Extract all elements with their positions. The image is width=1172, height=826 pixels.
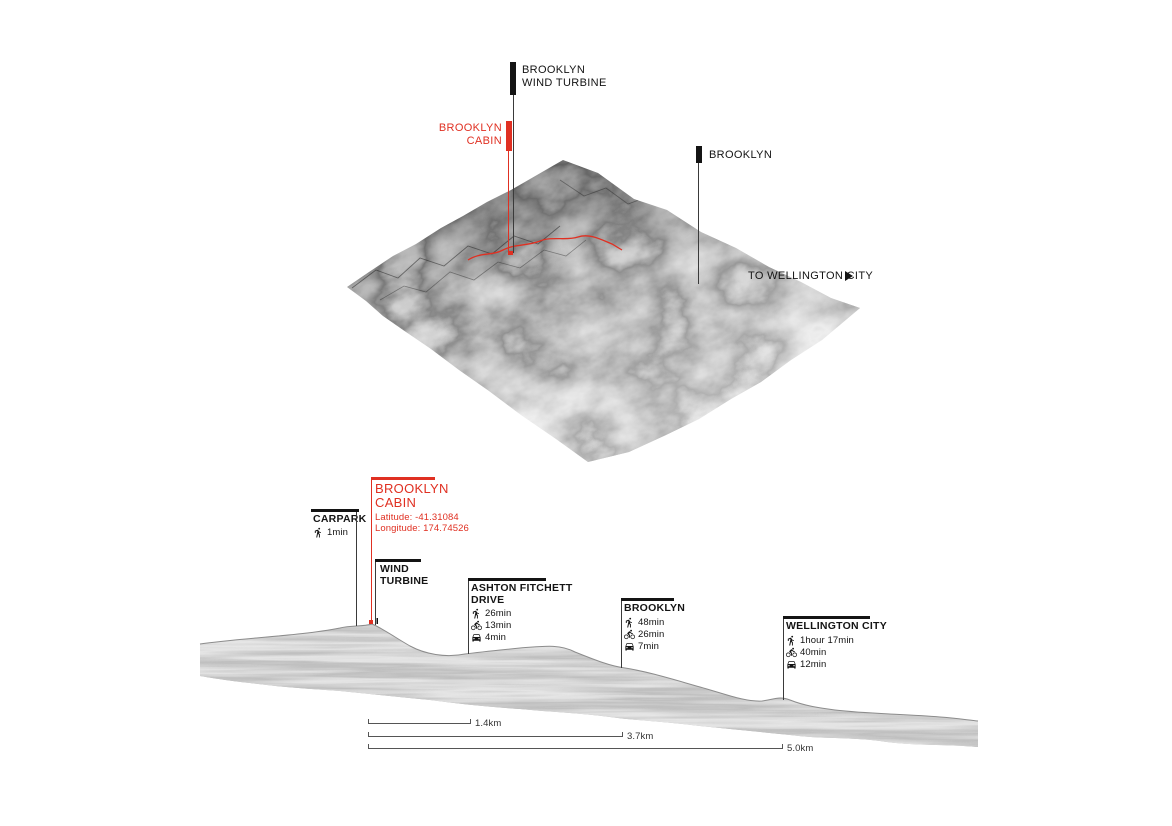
scale-label-1: 1.4km [475,718,502,729]
bike-time: 13min [485,620,512,631]
ashton-label-line2: DRIVE [471,593,505,606]
walk-time: 48min [638,617,665,628]
scale-tick [470,719,471,724]
wellington-walk-row: 1hour 17min [786,635,854,646]
ashton-bike-row: 13min [471,620,511,631]
brooklyn-map-label: BROOKLYN [709,149,773,161]
cabin-map-label-line1: BROOKLYN [438,122,502,134]
scale-label-2: 3.7km [627,731,654,742]
car-icon [624,641,635,652]
brooklyn-profile-label: BROOKLYN [624,602,686,614]
cabin-coordinates: Latitude: -41.31084 Longitude: 174.74526 [375,512,469,534]
wind-turbine-leader-line [513,95,514,253]
wind-turbine-marker-bar [510,62,516,95]
scale-tick [782,744,783,749]
cabin-profile-label: BROOKLYN CABIN [375,482,449,510]
cabin-latitude: Latitude: -41.31084 [375,512,459,523]
scale-label-3: 5.0km [787,743,814,754]
ashton-leader-line [468,581,469,654]
brooklyn-walk-row: 48min [624,617,664,628]
terrain-texture [347,160,860,462]
cyclist-icon [471,620,482,631]
terrain-section-profile [199,618,979,747]
cyclist-icon [624,629,635,640]
brooklyn-profile-label-bar [621,598,674,601]
ashton-label-bar [468,578,546,581]
wellington-car-row: 12min [786,659,826,670]
wind-turbine-profile-label-line2: TURBINE [380,574,429,587]
cabin-label-bar [371,477,435,480]
wind-turbine-map-label-line2: WIND TURBINE [522,77,607,89]
walk-time: 1hour 17min [800,635,854,646]
wind-turbine-map-label-line1: BROOKLYN [522,64,586,76]
walking-icon [313,527,324,538]
wind-turbine-label-bar [375,559,421,562]
ashton-car-row: 4min [471,632,506,643]
cabin-profile-leader-line [371,480,372,624]
ashton-label: ASHTON FITCHETT DRIVE [471,582,573,606]
brooklyn-bike-row: 26min [624,629,664,640]
bike-time: 26min [638,629,665,640]
cabin-map-label: BROOKLYN CABIN [394,122,502,148]
ridgeline [379,239,587,301]
wellington-leader-line [783,619,784,700]
walk-time: 26min [485,608,512,619]
cyclist-icon [786,647,797,658]
cabin-longitude: Longitude: 174.74526 [375,523,469,534]
wind-turbine-profile-leader-line [375,562,376,625]
cabin-marker-bar [506,121,512,151]
wind-turbine-section-tick [376,618,378,624]
ashton-walk-row: 26min [471,608,511,619]
scale-tick [368,744,369,749]
car-icon [786,659,797,670]
arrow-right-icon [845,271,853,281]
bike-time: 40min [800,647,827,658]
scale-tick [622,732,623,737]
brooklyn-leader-line [698,163,699,284]
cabin-profile-label-line2: CABIN [375,495,417,510]
cabin-map-label-line2: CABIN [466,135,502,147]
scale-tick [368,719,369,724]
scale-line-2 [368,736,622,737]
walking-icon [624,617,635,628]
car-time: 4min [485,632,506,643]
brooklyn-profile-leader-line [621,601,622,668]
terrain-relief-map [347,160,860,462]
brooklyn-car-row: 7min [624,641,659,652]
car-time: 7min [638,641,659,652]
carpark-leader-line [356,512,357,626]
brooklyn-marker-bar [696,146,702,163]
scale-line-3 [368,748,782,749]
car-icon [471,632,482,643]
cabin-location-dot [509,251,513,255]
scale-line-1 [368,723,470,724]
wind-turbine-profile-label-line1: WIND [380,563,409,575]
wellington-label: WELLINGTON CITY [786,620,887,632]
carpark-label: CARPARK [313,513,367,525]
walking-icon [786,635,797,646]
ashton-label-line1: ASHTON FITCHETT [471,582,573,594]
wind-turbine-profile-label: WIND TURBINE [380,563,429,587]
section-band-texture [200,624,978,747]
carpark-label-bar [311,509,359,512]
cabin-route-path [467,235,623,261]
wellington-direction-label: TO WELLINGTON CITY [748,270,874,282]
wellington-label-bar [783,616,870,619]
section-ground-line [199,623,979,722]
carpark-walk-row: 1min [313,527,348,538]
cabin-leader-line [508,151,509,255]
cabin-profile-label-line1: BROOKLYN [375,481,449,496]
wind-turbine-map-label: BROOKLYN WIND TURBINE [522,64,607,90]
wellington-bike-row: 40min [786,647,826,658]
ridgeline [351,225,561,289]
walking-icon [471,608,482,619]
scale-tick [368,732,369,737]
car-time: 12min [800,659,827,670]
walk-time: 1min [327,527,348,538]
